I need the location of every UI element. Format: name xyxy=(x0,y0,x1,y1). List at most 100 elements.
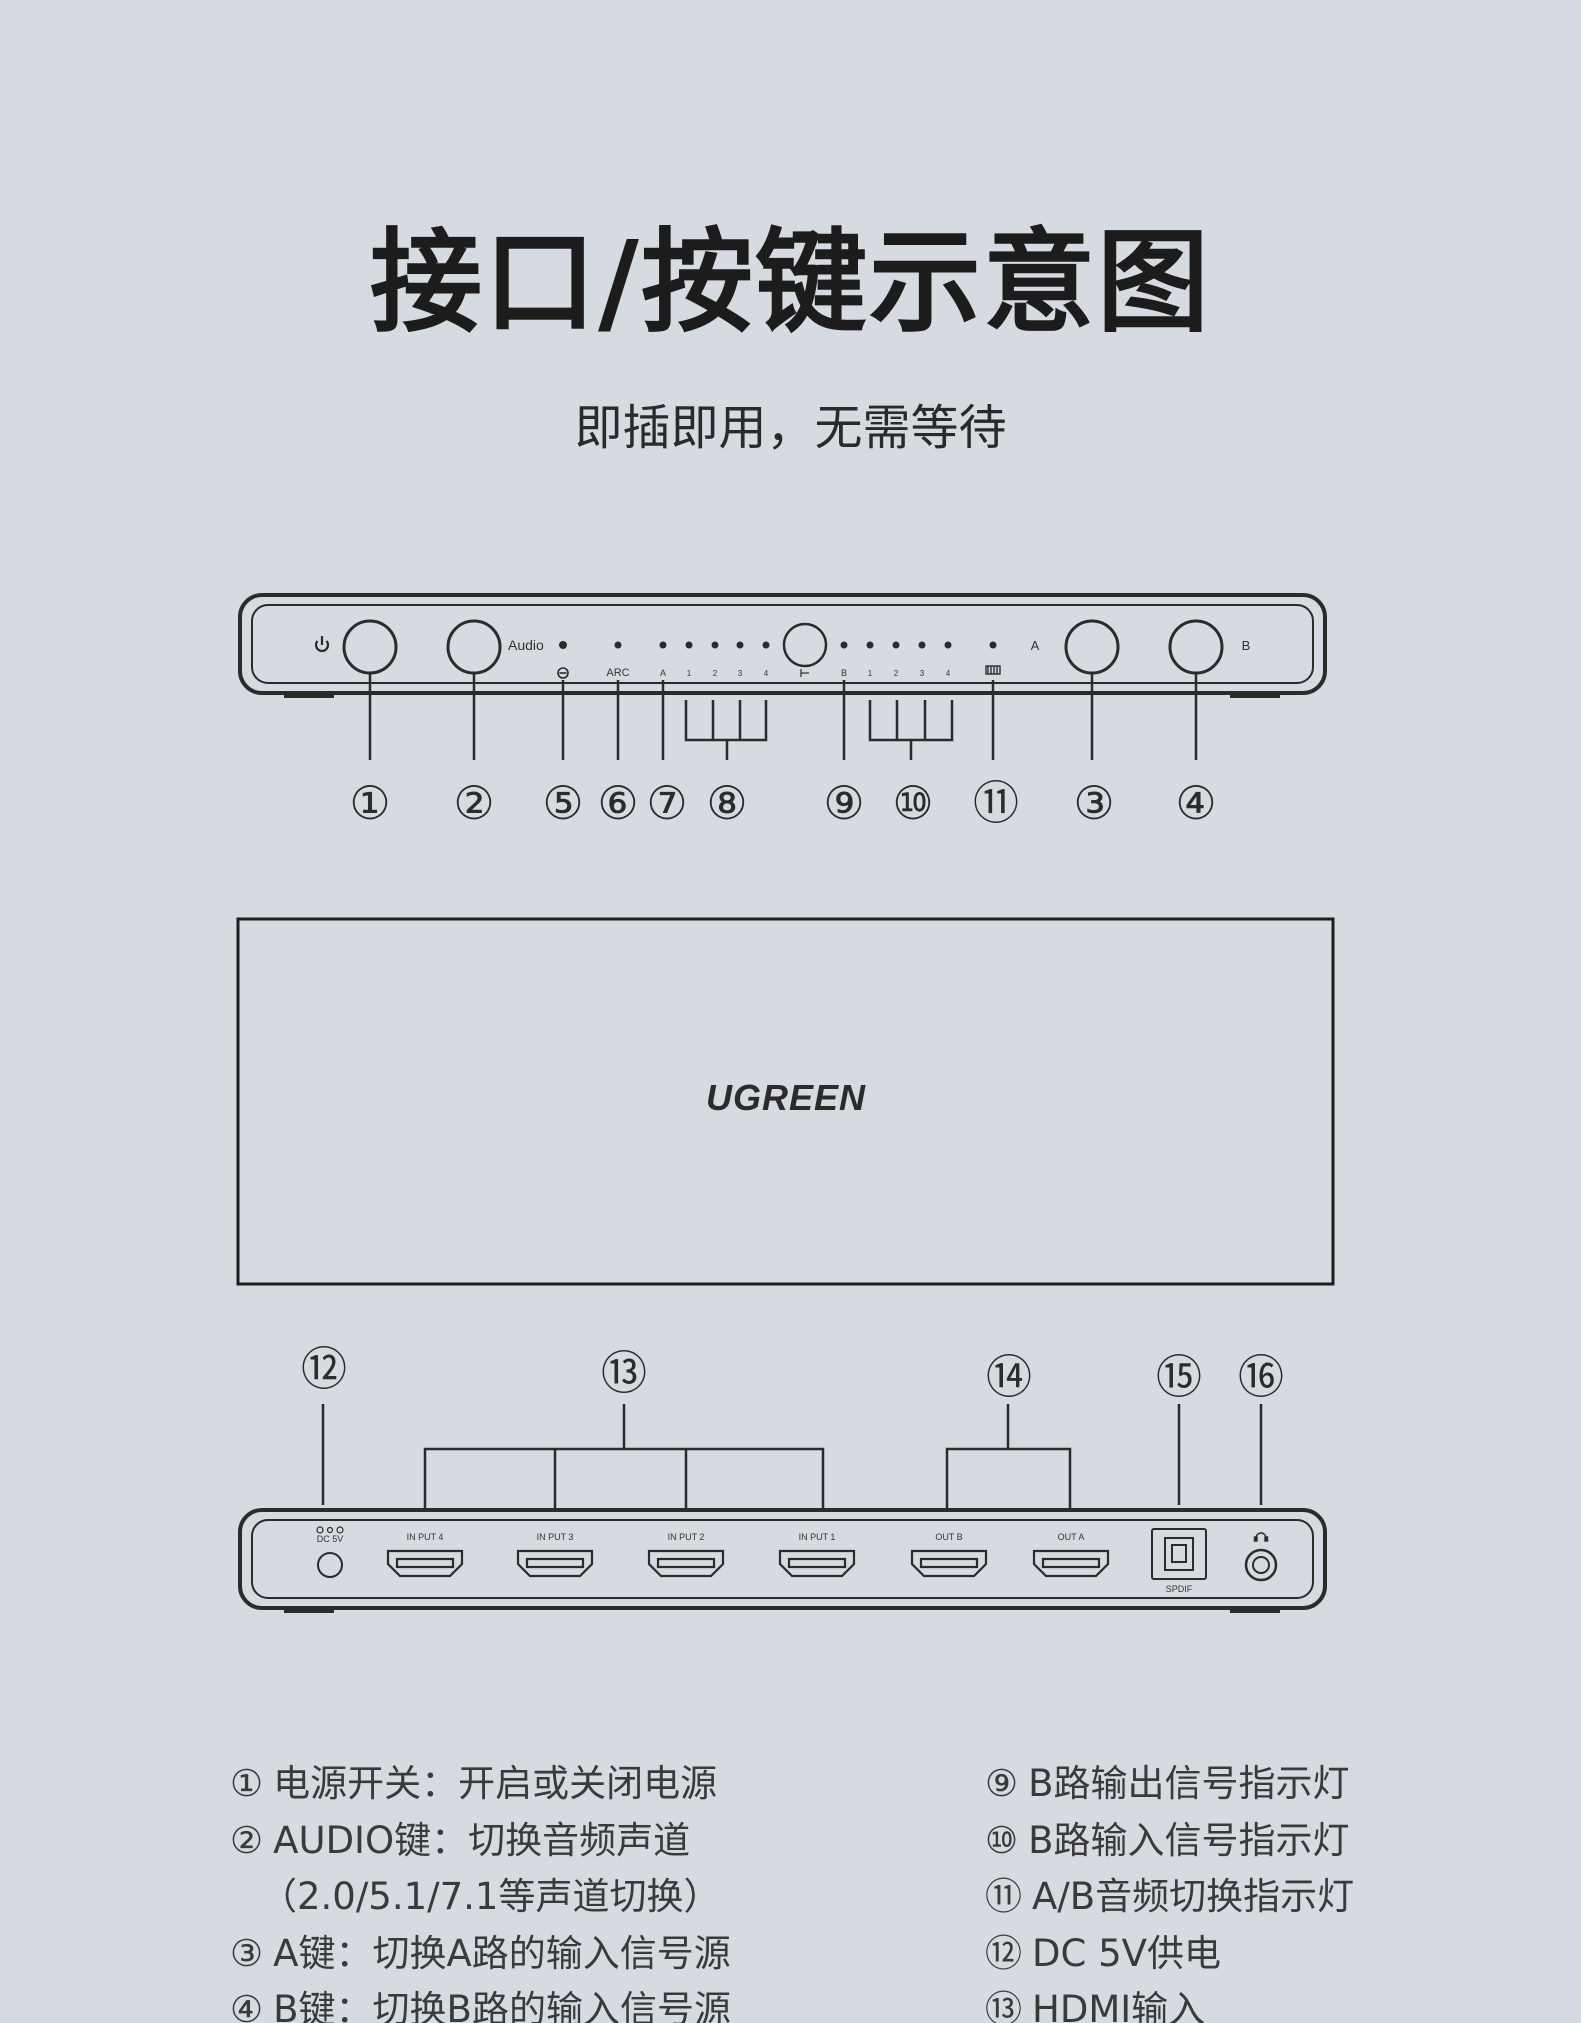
mute-icon xyxy=(557,667,569,679)
dc-jack xyxy=(317,1552,343,1578)
headphone-jack xyxy=(1244,1548,1278,1582)
hdmi-port-input-2 xyxy=(647,1549,725,1578)
callout-13: ⑬ xyxy=(601,1346,647,1400)
input-1-label: IN PUT 1 xyxy=(799,1532,836,1542)
callout-12: ⑫ xyxy=(301,1342,347,1396)
back-labels: DC 5V IN PUT 4 IN PUT 3 IN PUT 2 IN PUT … xyxy=(317,1532,1193,1594)
a-button xyxy=(1064,619,1120,675)
front-callouts: ① ② ⑤ ⑥ ⑦ ⑧ ⑨ ⑩ ⑪ ③ ④ xyxy=(349,776,1216,830)
legend-text: AUDIO键：切换音频声道 xyxy=(273,1818,691,1862)
audio-led xyxy=(559,641,567,649)
ab-audio-led xyxy=(989,641,997,649)
dc-label: DC 5V xyxy=(317,1534,344,1544)
front-foot-right xyxy=(1230,693,1280,698)
front-labels: Audio ARC A 1 2 3 4 B 1 2 3 4 A B xyxy=(508,637,1250,679)
callout-11: ⑪ xyxy=(973,776,1019,830)
legend-number: ⑨ xyxy=(985,1762,1019,1805)
b-button xyxy=(1168,619,1224,675)
b-input-led-4 xyxy=(944,641,952,649)
b-output-led xyxy=(840,641,848,649)
legend-text: DC 5V供电 xyxy=(1032,1931,1221,1975)
a-input-led-2 xyxy=(711,641,719,649)
legend-item: ⑬ HDMI输入 xyxy=(985,1982,1354,2023)
legend-text: B键：切换B路的输入信号源 xyxy=(273,1988,731,2023)
input-2-label: IN PUT 2 xyxy=(668,1532,705,1542)
legend-text: （2.0/5.1/7.1等声道切换） xyxy=(260,1875,721,1918)
a-input-led-1 xyxy=(685,641,693,649)
arc-led xyxy=(614,641,622,649)
b-input-led-1 xyxy=(866,641,874,649)
top-view-box xyxy=(236,917,1335,1286)
a-output-led xyxy=(659,641,667,649)
front-leds xyxy=(559,641,997,649)
b-button-label: B xyxy=(1242,638,1251,653)
legend-text: B路输入信号指示灯 xyxy=(1028,1818,1350,1862)
back-foot-left xyxy=(284,1608,334,1613)
spdif-port xyxy=(1151,1528,1207,1580)
a-digit-2: 2 xyxy=(713,669,718,678)
audio-label: Audio xyxy=(508,637,544,653)
a-digit-1: 1 xyxy=(687,669,692,678)
legend-text: A/B音频切换指示灯 xyxy=(1032,1875,1355,1918)
front-foot-left xyxy=(284,693,334,698)
front-panel-outer xyxy=(238,593,1327,695)
callout-10: ⑩ xyxy=(892,776,933,830)
a-button-label: A xyxy=(1031,638,1040,653)
b-input-led-2 xyxy=(892,641,900,649)
front-panel xyxy=(238,593,1327,698)
arc-label: ARC xyxy=(606,667,629,679)
front-panel-inner xyxy=(251,604,1314,684)
audio-button xyxy=(446,619,502,675)
power-button xyxy=(342,619,398,675)
callout-3: ③ xyxy=(1073,776,1114,830)
legend-number: ⑬ xyxy=(985,1988,1022,2023)
back-panel-outer xyxy=(238,1508,1327,1610)
hdmi-port-input-4 xyxy=(386,1549,464,1578)
hdmi-port-input-1 xyxy=(778,1549,856,1578)
legend-number: ⑩ xyxy=(985,1818,1019,1862)
b-row-label: B xyxy=(841,668,847,678)
callout-14: ⑭ xyxy=(986,1350,1032,1404)
power-icon xyxy=(314,636,330,653)
callout-16: ⑯ xyxy=(1238,1350,1284,1404)
callout-6: ⑥ xyxy=(597,776,638,830)
audio-switch-icon xyxy=(985,665,1001,675)
legend-number: ⑪ xyxy=(985,1875,1022,1918)
top-view: UGREEN xyxy=(236,917,1335,1286)
hdmi-port-output-a xyxy=(1032,1549,1110,1578)
ir-sensor-icon xyxy=(800,669,809,677)
back-foot-right xyxy=(1230,1608,1280,1613)
callout-5: ⑤ xyxy=(542,776,583,830)
headphone-jack-inner xyxy=(1252,1556,1270,1574)
callout-8: ⑧ xyxy=(706,776,747,830)
output-a-label: OUT A xyxy=(1058,1532,1085,1542)
ugreen-logo: UGREEN xyxy=(706,1077,866,1118)
page-title: 接口/按键示意图 xyxy=(370,218,1211,348)
input-4-label: IN PUT 4 xyxy=(407,1532,444,1542)
legend-number: ① xyxy=(230,1762,264,1805)
b-digit-3: 3 xyxy=(920,669,925,678)
back-leader-lines xyxy=(321,1404,1263,1508)
output-b-label: OUT B xyxy=(935,1532,962,1542)
hdmi-port-output-b xyxy=(910,1549,988,1578)
dc-polarity-icon xyxy=(316,1526,344,1534)
page-subtitle: 即插即用，无需等待 xyxy=(574,400,1007,456)
legend-number: ② xyxy=(230,1818,264,1862)
callout-2: ② xyxy=(453,776,494,830)
callout-1: ① xyxy=(349,776,390,830)
a-row-label: A xyxy=(660,668,666,678)
hdmi-port-input-3 xyxy=(516,1549,594,1578)
legend-text: HDMI输入 xyxy=(1032,1988,1206,2023)
